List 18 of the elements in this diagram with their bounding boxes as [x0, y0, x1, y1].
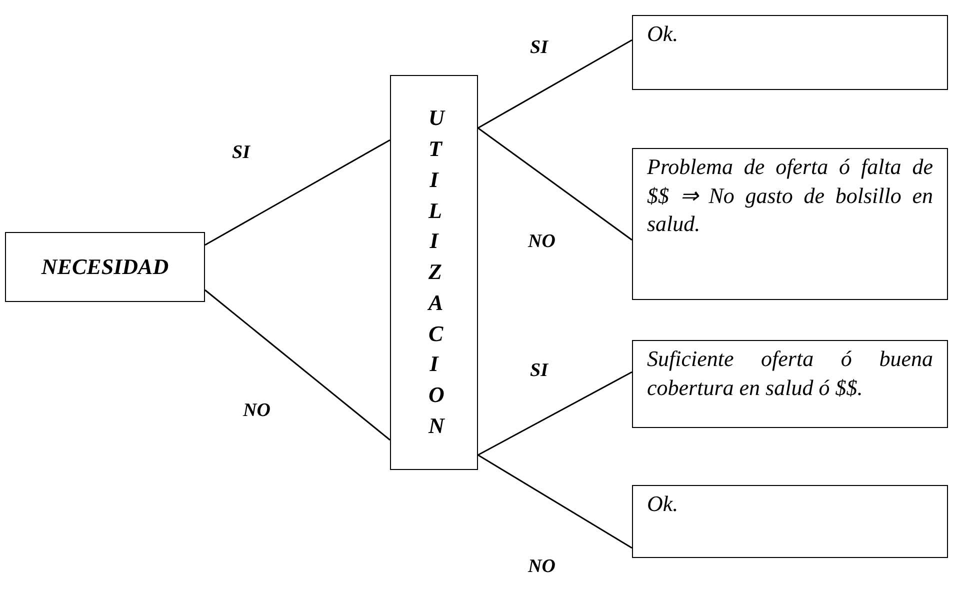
text-box — [632, 340, 948, 428]
box-text: Suficiente oferta ó buena cobertura en salud ó $$. — [647, 345, 933, 402]
branch-line — [478, 127, 632, 241]
vertical-box — [390, 75, 478, 470]
text-box — [632, 485, 948, 558]
text-box — [632, 15, 948, 90]
box-text: Ok. — [647, 490, 680, 518]
branch-line — [204, 139, 390, 246]
text-box — [5, 232, 205, 302]
branch-line — [478, 39, 632, 129]
vertical-label: UTILIZACION — [426, 104, 450, 440]
box-text: Ok. — [647, 20, 680, 48]
branch-line — [478, 371, 632, 456]
branch-line — [204, 289, 390, 441]
box-label: NECESIDAD — [41, 252, 169, 281]
box-text: Problema de oferta ó falta de $$ ⇒ No gasto de bolsillo en salud. — [647, 153, 933, 238]
branch-line — [478, 454, 632, 549]
text-box — [632, 148, 948, 300]
